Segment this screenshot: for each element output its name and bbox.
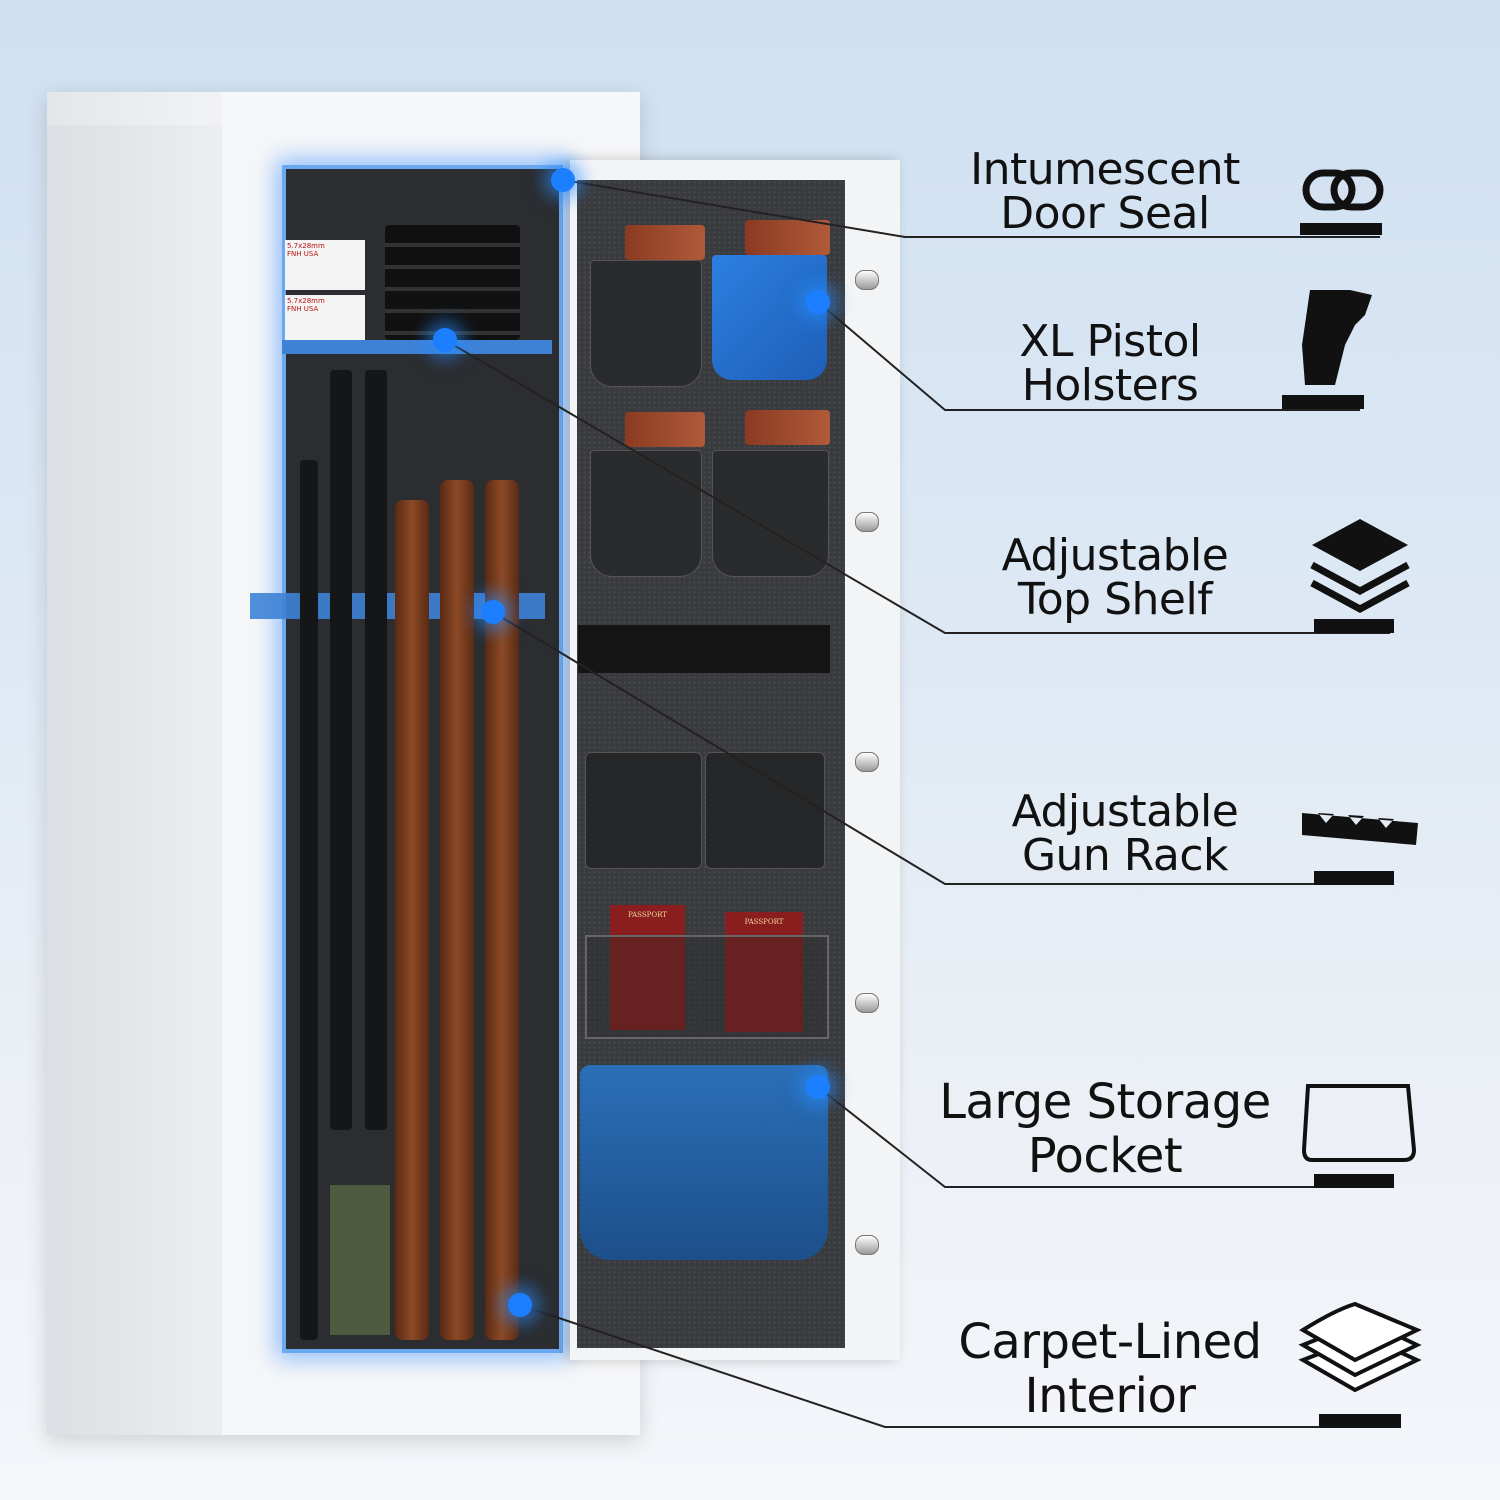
ammo-caliber: 5.7x28mm — [287, 242, 325, 250]
pistol-holster — [712, 255, 827, 380]
label-line: Top Shelf — [1017, 574, 1213, 625]
gun-rack-icon — [1302, 813, 1418, 885]
label-line: Carpet-Lined — [958, 1314, 1262, 1370]
label-line: Adjustable — [1001, 530, 1229, 581]
door-bolt — [855, 270, 879, 290]
magazine-pouch — [585, 752, 702, 869]
large-storage-pocket — [580, 1065, 828, 1260]
passport-label: PASSPORT — [744, 918, 784, 926]
magazine-pouch — [705, 752, 825, 869]
callout-line — [444, 339, 1390, 634]
pistol — [625, 225, 705, 260]
ammo-cans — [330, 1185, 390, 1335]
hotspot-dot — [806, 1075, 830, 1099]
hotspot-dot — [551, 168, 575, 192]
ammo-brand: FNH USA — [287, 250, 319, 258]
passport: PASSPORT — [610, 905, 685, 1030]
hotspot-dot — [806, 290, 830, 314]
passport: PASSPORT — [725, 912, 803, 1032]
rifle-black — [330, 370, 352, 1130]
label-line: XL Pistol — [1019, 316, 1201, 367]
pistol-holster — [712, 450, 829, 577]
passport-label: PASSPORT — [628, 911, 667, 919]
callout-line — [492, 611, 1390, 885]
door-bolt — [855, 1235, 879, 1255]
pistol-holster — [590, 450, 702, 577]
door-bolt — [855, 993, 879, 1013]
label-line: Holsters — [1021, 360, 1199, 411]
hotspot-dot — [508, 1293, 532, 1317]
ammo-caliber: 5.7x28mm — [287, 297, 325, 305]
rifle-black — [365, 370, 387, 1130]
rifle-wood — [440, 480, 474, 1340]
label-line: Gun Rack — [1021, 830, 1229, 881]
holster-icon — [1282, 290, 1372, 409]
label-line: Adjustable — [1011, 786, 1239, 837]
label-line: Large Storage — [939, 1074, 1271, 1130]
hotspot-dot — [433, 328, 457, 352]
callout-line — [817, 301, 1360, 411]
mesh-pocket — [585, 935, 829, 1039]
magazine-stack — [385, 225, 520, 340]
label-line: Door Seal — [1000, 188, 1210, 239]
label-line: Intumescent — [970, 144, 1240, 195]
label-line: Interior — [1024, 1368, 1196, 1424]
callout-line — [817, 1086, 1390, 1188]
callout-line — [519, 1304, 1400, 1428]
hotspot-dot — [481, 600, 505, 624]
top-shelf — [282, 340, 552, 354]
chain-link-icon — [1300, 169, 1384, 235]
pocket-icon — [1301, 1084, 1417, 1188]
door-bolt — [855, 512, 879, 532]
door-bolt — [855, 752, 879, 772]
safe-side-panel — [47, 125, 222, 1435]
callout-line — [562, 179, 1380, 238]
rifle-wood — [395, 500, 429, 1340]
ammo-brand: FNH USA — [287, 305, 319, 313]
rifle-black — [300, 460, 318, 1340]
carpet-stack-icon — [1298, 1301, 1422, 1428]
pistol — [625, 412, 705, 447]
pistol-holster — [590, 260, 702, 387]
magazine-strap — [578, 625, 830, 673]
pistol — [745, 410, 830, 445]
layers-icon — [1310, 519, 1410, 633]
label-line: Pocket — [1027, 1128, 1183, 1184]
pistol — [745, 220, 830, 255]
